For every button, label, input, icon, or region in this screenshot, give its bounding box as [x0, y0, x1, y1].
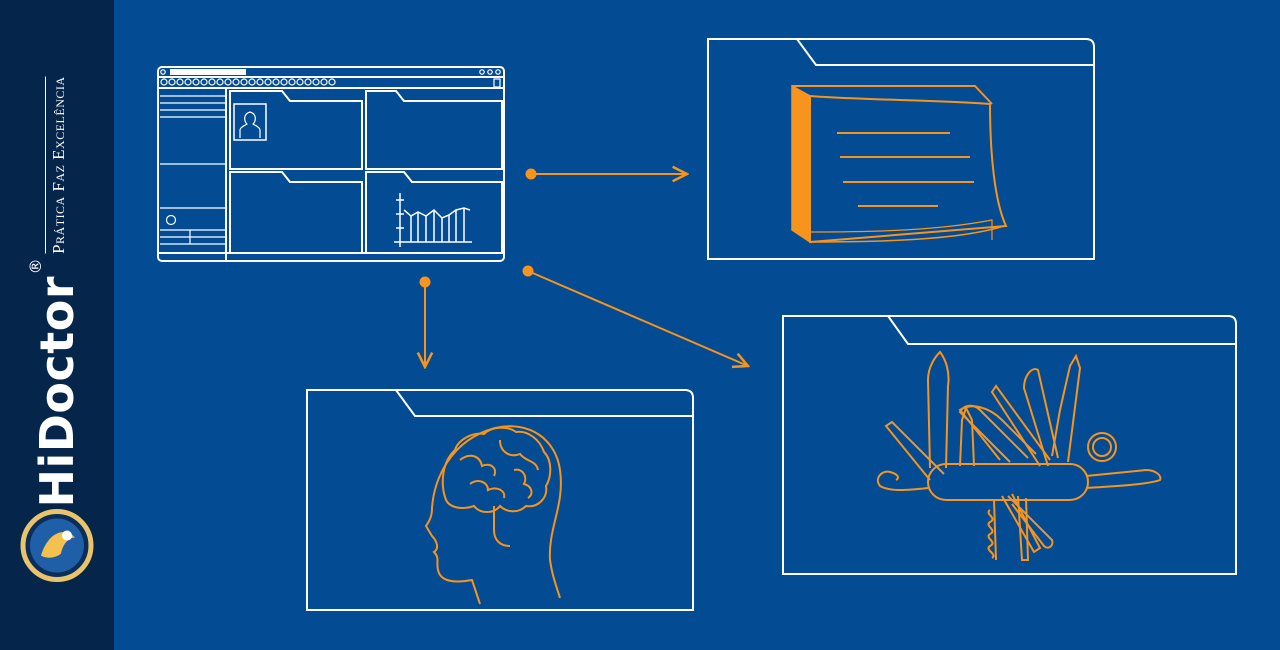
logo-emblem-icon [20, 509, 94, 583]
avatar-icon [239, 111, 261, 138]
brain-head-icon [424, 425, 562, 605]
notepad-icon [791, 84, 1008, 244]
connector-arrows [420, 169, 749, 368]
mini-chart-icon [394, 193, 472, 247]
brain-folder [306, 389, 694, 611]
multitool-folder [782, 315, 1237, 575]
toolbar-circles [160, 78, 501, 88]
brand-sidebar: HiDoctor® Prática Faz Excelência [0, 0, 114, 650]
brand-lockup: HiDoctor® Prática Faz Excelência [19, 76, 95, 583]
app-window-wireframe [157, 66, 505, 262]
swiss-army-knife-icon [876, 350, 1162, 561]
arrow-to-multitool [527, 270, 748, 366]
notes-folder [707, 38, 1095, 260]
